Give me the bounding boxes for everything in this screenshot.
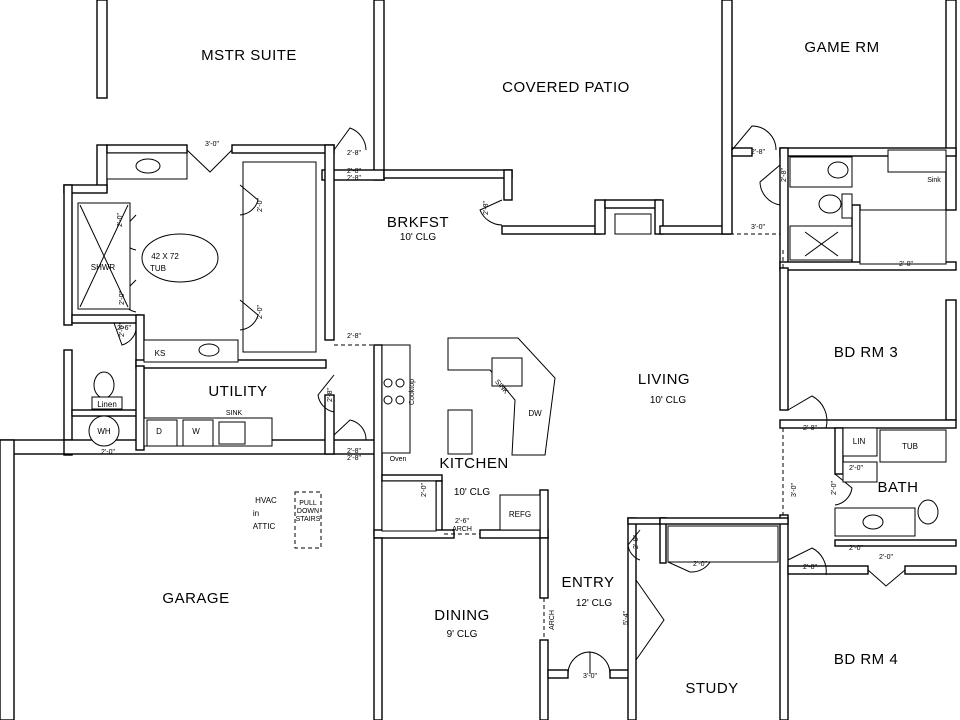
dishwasher-label: DW	[528, 409, 542, 418]
refrigerator-label: REFG	[509, 510, 531, 519]
dim-brkfst-door: 2'-8"	[483, 201, 490, 215]
breakfast-ceiling: 10' CLG	[400, 232, 437, 243]
dim-mstr-door-2: 2'-8"	[347, 168, 361, 175]
dining-ceiling: 9' CLG	[447, 629, 478, 640]
dim-linen-closet: 2'-0"	[879, 554, 893, 561]
dim-mstr-door-1: 2'-8"	[347, 150, 361, 157]
covered-patio-label: COVERED PATIO	[502, 79, 630, 96]
utility-label: UTILITY	[208, 383, 267, 400]
hvac-label-3: ATTIC	[253, 522, 276, 531]
dim-patio-door: 2'-8"	[347, 175, 361, 182]
doors	[113, 125, 906, 675]
dim-game-door-2: 2'-8"	[781, 168, 788, 182]
living-label: LIVING	[638, 371, 690, 388]
stairs-label-2: DOWN	[297, 508, 319, 515]
bath-label: BATH	[878, 479, 919, 496]
washer-label: W	[192, 427, 200, 436]
utility-sink-label: SINK	[226, 410, 243, 417]
dim-kitchen-hall-1: 2'-8"	[347, 333, 361, 340]
dim-game-bath-door: 2'-0"	[899, 261, 913, 268]
dim-bath-door: 2'-0"	[831, 481, 838, 495]
dim-kitchen-arch: 2'-6"	[455, 518, 469, 525]
dim-closet-door-2: 2'-0"	[257, 305, 264, 319]
kitchen-label: KITCHEN	[439, 455, 508, 472]
game-room-label: GAME RM	[804, 39, 879, 56]
oven-label: Oven	[390, 456, 407, 463]
bedroom3-label: BD RM 3	[834, 344, 898, 361]
cooktop-label: Cooktop	[409, 379, 416, 405]
stairs-label-1: PULL	[299, 500, 317, 507]
dim-pantry-door: 2'-0"	[421, 483, 428, 497]
stairs-label-3: STAIRS	[296, 516, 321, 523]
dim-hall-opening: 3'-0"	[791, 483, 798, 497]
dim-study-closet-1: 2'-0"	[633, 535, 640, 549]
dim-garage-door: 2'-8"	[347, 455, 361, 462]
dim-shower-door: 2'-0"	[117, 213, 124, 227]
dim-game-hall: 3'-0"	[751, 224, 765, 231]
linen-label: Linen	[97, 400, 117, 409]
room-labels: MSTR SUITE COVERED PATIO GAME RM BRKFST …	[162, 39, 918, 697]
dim-study-closet-2: 2'-0"	[693, 561, 707, 568]
tub-size-label: 42 X 72	[151, 252, 179, 261]
dining-label: DINING	[434, 607, 490, 624]
hvac-label-1: HVAC	[255, 496, 277, 505]
breakfast-label: BRKFST	[387, 214, 449, 231]
dimension-labels: 3'-0" 2'-8" 2'-8" 2'-0" 2'-0" 2'-0" 2'-0…	[101, 141, 913, 680]
kitchen-ceiling: 10' CLG	[454, 487, 491, 498]
dim-front-door: 3'-0"	[583, 673, 597, 680]
entry-ceiling: 12' CLG	[576, 598, 613, 609]
dim-utility-door: 2'-8"	[327, 388, 334, 402]
dim-wc-door-1: 2'-0"	[119, 291, 126, 305]
hvac-label-2: in	[253, 509, 259, 518]
dryer-label: D	[156, 427, 162, 436]
dim-wc-door-2: 2'-6"	[119, 323, 126, 337]
dim-mstr-wc: 2'-6"	[117, 325, 131, 332]
garage-label: GARAGE	[162, 590, 229, 607]
dim-mstr-closet-door: 3'-0"	[205, 141, 219, 148]
hall-lin-label: LIN	[853, 437, 866, 446]
dim-hall-bath-2: 2'-0"	[849, 545, 863, 552]
dim-wh-door: 2'-0"	[101, 449, 115, 456]
dim-closet-door-1: 2'-0"	[257, 198, 264, 212]
fixtures	[77, 149, 947, 537]
bedroom4-label: BD RM 4	[834, 651, 898, 668]
living-ceiling: 10' CLG	[650, 395, 687, 406]
dim-bd3-door: 2'-8"	[803, 425, 817, 432]
dim-game-door-1: 2'-8"	[751, 149, 765, 156]
study-label: STUDY	[685, 680, 738, 697]
entry-label: ENTRY	[561, 574, 614, 591]
game-bath-sink-label: Sink	[927, 177, 941, 184]
dim-bd3-closet: 2'-0"	[849, 465, 863, 472]
master-suite-label: MSTR SUITE	[201, 47, 297, 64]
water-heater-label: WH	[97, 427, 111, 436]
hall-tub-label: TUB	[902, 442, 918, 451]
dim-kitchen-hall-2: 2'-8"	[347, 448, 361, 455]
kitchen-arch-label: ARCH	[452, 526, 472, 533]
shower-label: SHWR	[91, 263, 116, 272]
entry-arch-label: ARCH	[549, 610, 556, 630]
dim-study-door: 5'-4"	[623, 611, 630, 625]
ks-label: KS	[155, 349, 166, 358]
tub-label: TUB	[150, 264, 166, 273]
dim-bd4-door: 2'-8"	[803, 564, 817, 571]
